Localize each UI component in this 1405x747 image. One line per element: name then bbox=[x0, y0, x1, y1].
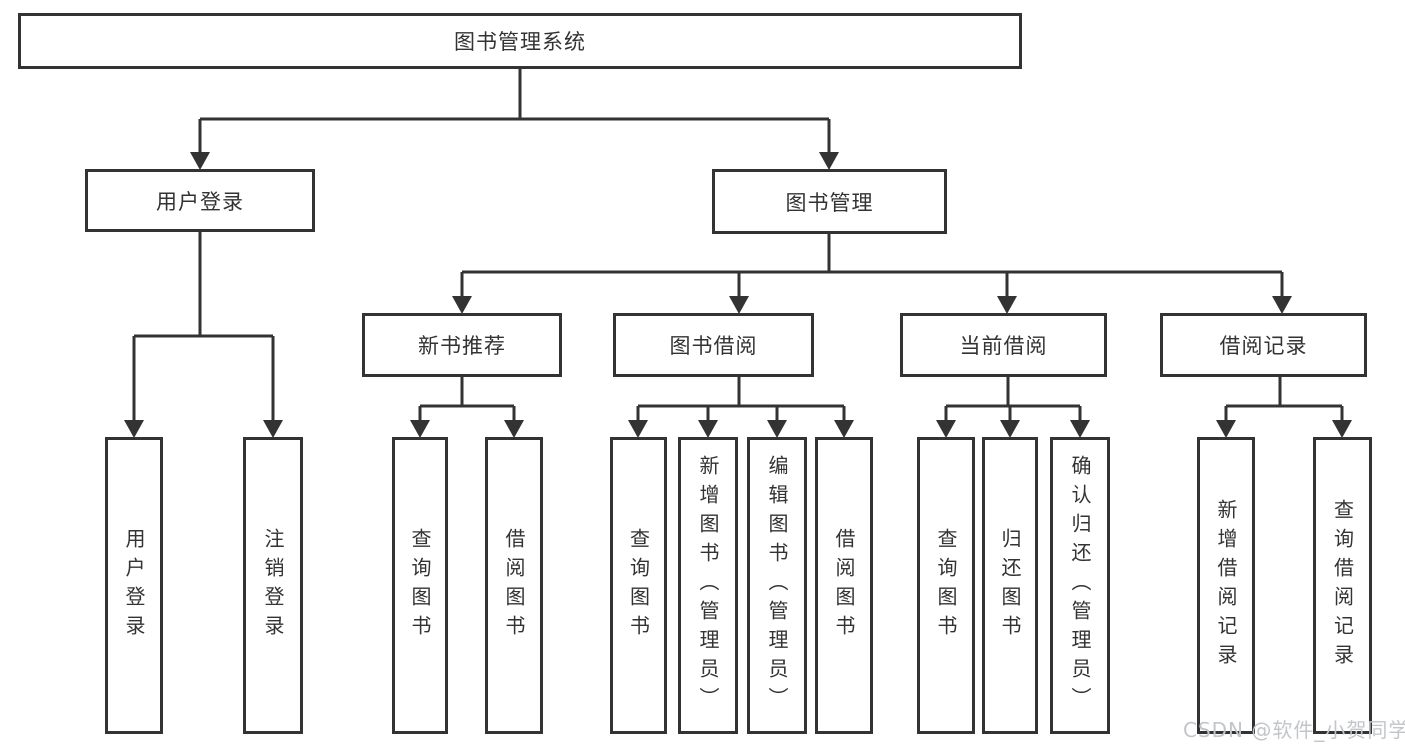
connector-line bbox=[418, 377, 516, 422]
arrowhead-icon bbox=[1070, 420, 1090, 438]
connector-line bbox=[944, 377, 1082, 422]
leaf-confirm-return-admin: 确认归还（管理员） bbox=[1050, 437, 1110, 734]
leaf-return-books: 归还图书 bbox=[982, 437, 1038, 734]
leaf-query-books-recommend: 查询图书 bbox=[392, 437, 448, 734]
arrowhead-icon bbox=[1000, 420, 1020, 438]
node-book-borrow: 图书借阅 bbox=[613, 313, 814, 377]
arrowhead-icon bbox=[410, 420, 430, 438]
connector-line bbox=[636, 377, 846, 422]
watermark: CSDN @软件_小贺同学 bbox=[1183, 718, 1405, 742]
node-borrow-records: 借阅记录 bbox=[1160, 313, 1367, 377]
arrowhead-icon bbox=[263, 420, 283, 438]
node-user-login: 用户登录 bbox=[85, 169, 315, 232]
node-new-book-recommend: 新书推荐 bbox=[362, 313, 562, 377]
connector-line bbox=[460, 234, 1284, 298]
leaf-add-borrow-record: 新增借阅记录 bbox=[1197, 437, 1255, 734]
arrowhead-icon bbox=[1332, 420, 1352, 438]
node-book-management: 图书管理 bbox=[712, 169, 947, 234]
arrowhead-icon bbox=[1272, 296, 1292, 314]
leaf-query-borrow-record: 查询借阅记录 bbox=[1313, 437, 1372, 734]
arrowhead-icon bbox=[997, 296, 1017, 314]
connector-line bbox=[132, 232, 275, 422]
leaf-borrow-books-recommend: 借阅图书 bbox=[485, 437, 543, 734]
leaf-borrow-books: 借阅图书 bbox=[815, 437, 873, 734]
arrowhead-icon bbox=[767, 420, 787, 438]
leaf-logout: 注销登录 bbox=[243, 437, 303, 734]
connector-line bbox=[198, 68, 831, 154]
arrowhead-icon bbox=[628, 420, 648, 438]
leaf-query-books-current: 查询图书 bbox=[917, 437, 975, 734]
arrowhead-icon bbox=[729, 296, 749, 314]
arrowhead-icon bbox=[834, 420, 854, 438]
arrowhead-icon bbox=[819, 152, 839, 170]
leaf-user-login: 用户登录 bbox=[105, 437, 163, 734]
arrowhead-icon bbox=[124, 420, 144, 438]
leaf-query-books-borrow: 查询图书 bbox=[610, 437, 667, 734]
arrowhead-icon bbox=[936, 420, 956, 438]
connector-line bbox=[1224, 377, 1344, 422]
leaf-edit-books-admin: 编辑图书（管理员） bbox=[747, 437, 807, 734]
node-root: 图书管理系统 bbox=[18, 13, 1022, 69]
arrowhead-icon bbox=[1216, 420, 1236, 438]
arrowhead-icon bbox=[698, 420, 718, 438]
arrowhead-icon bbox=[190, 152, 210, 170]
node-current-borrow: 当前借阅 bbox=[900, 313, 1107, 377]
leaf-add-books-admin: 新增图书（管理员） bbox=[678, 437, 738, 734]
arrowhead-icon bbox=[452, 296, 472, 314]
arrowhead-icon bbox=[504, 420, 524, 438]
